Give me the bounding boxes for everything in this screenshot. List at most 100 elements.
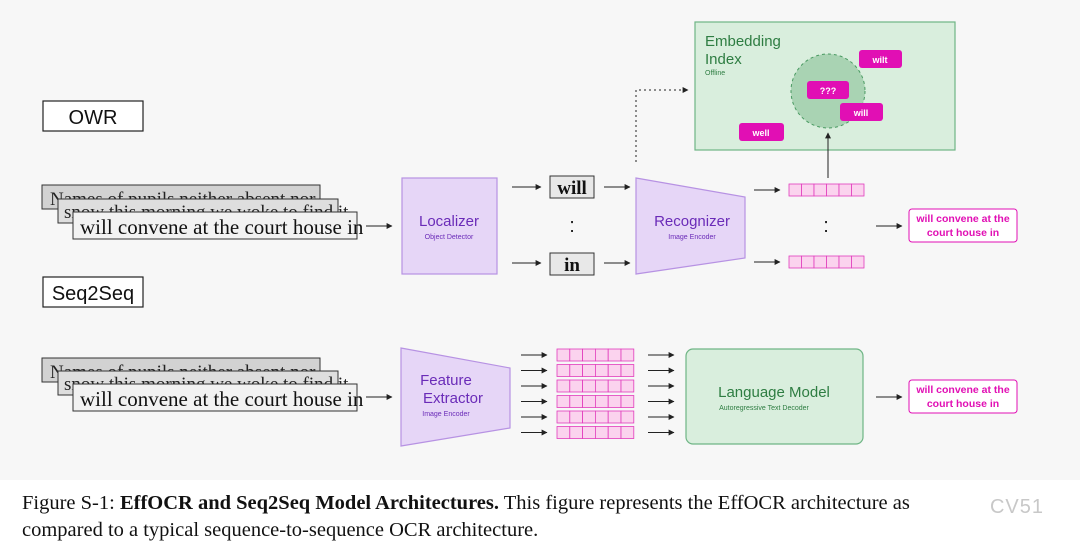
feature-extractor-box: Feature Extractor Image Encoder	[400, 347, 511, 447]
crop-last: in	[549, 252, 595, 276]
recognizer-title: Recognizer	[654, 213, 730, 230]
vector-cell	[569, 348, 583, 362]
localizer-subtitle: Object Detector	[425, 234, 474, 241]
feature-row	[556, 426, 635, 439]
crop-first-text: will	[557, 178, 587, 199]
vector-cell	[569, 364, 583, 377]
vector-cell	[556, 379, 571, 393]
will-tag-text: will	[853, 108, 869, 118]
seq2seq-label: Seq2Seq	[42, 276, 144, 308]
vector-cell	[582, 410, 596, 424]
vector-cell	[607, 348, 622, 362]
vector-cell	[569, 410, 583, 424]
vector-cell	[620, 395, 635, 408]
owr-label-text: OWR	[69, 107, 118, 129]
vector-cell	[620, 410, 635, 424]
owr-label: OWR	[42, 100, 144, 132]
vector-cell	[582, 426, 596, 439]
vector-cell	[582, 379, 596, 393]
vector-cell	[556, 410, 571, 424]
vector-cell	[607, 410, 622, 424]
caption-bold: EffOCR and Seq2Seq Model Architectures.	[119, 492, 500, 514]
vector-cell	[569, 395, 583, 408]
vector-cell	[620, 426, 635, 439]
caption-text: This figure represents the EffOCR archit…	[499, 492, 910, 514]
recognizer-box: Recognizer Image Encoder	[635, 177, 746, 275]
vector-cell	[838, 183, 852, 197]
caption-line-2: compared to a typical sequence-to-sequen…	[22, 519, 539, 541]
embedding-index-subtitle: Offline	[705, 70, 725, 77]
feature-row	[556, 348, 635, 362]
owr-output-line-1: will convene at the	[915, 213, 1010, 225]
seq-output-line-1: will convene at the	[915, 384, 1010, 396]
language-model-title: Language Model	[718, 384, 830, 401]
query-tag-text: ???	[820, 86, 837, 96]
vector-cell	[582, 395, 596, 408]
feature-row	[556, 395, 635, 408]
feature-extractor-subtitle: Image Encoder	[422, 411, 470, 418]
owr-embedding-vectors	[788, 183, 865, 269]
vector-cell	[595, 395, 609, 408]
vector-cell	[595, 426, 609, 439]
vector-cell	[826, 183, 840, 197]
feature-extractor-title-1: Feature	[420, 372, 472, 389]
will-tag	[840, 103, 883, 121]
well-tag-text: well	[751, 128, 769, 138]
dotted-arrow-to-index	[635, 87, 689, 162]
feature-extractor-title-2: Extractor	[423, 390, 483, 407]
vector-cell	[582, 348, 596, 362]
vector-cell	[620, 348, 635, 362]
query-tag	[807, 81, 849, 99]
vector-cell	[569, 426, 583, 439]
vector-cell	[595, 379, 609, 393]
vector-cell	[556, 395, 571, 408]
vector-cell	[607, 364, 622, 377]
seq-input-image: Names of pupils neither absent nor snow …	[41, 357, 364, 412]
localizer-title: Localizer	[419, 213, 479, 230]
seq-output-box: will convene at the court house in	[908, 379, 1018, 414]
vector-cell	[620, 364, 635, 377]
vector-cell	[826, 255, 840, 269]
vector-ellipsis: :	[823, 215, 829, 237]
seq-input-line-3: will convene at the court house in	[80, 387, 364, 411]
owr-output-box: will convene at the court house in	[908, 208, 1018, 243]
vector-cell	[595, 348, 609, 362]
vector-cell	[620, 379, 635, 393]
vector-cell	[813, 255, 827, 269]
seq-feature-grid	[521, 348, 675, 439]
vector-cell	[813, 183, 827, 197]
localizer-box: Localizer Object Detector	[401, 177, 498, 275]
owr-output-line-2: court house in	[927, 227, 999, 239]
embedding-vector-last	[788, 255, 865, 269]
vector-cell	[801, 255, 815, 269]
seq-output-line-2: court house in	[927, 398, 999, 410]
wilt-tag-text: wilt	[872, 55, 888, 65]
architecture-diagram: OWR Seq2Seq Names of pupils neither abse…	[41, 21, 1018, 447]
watermark: CV51	[989, 496, 1044, 518]
owr-input-line-3: will convene at the court house in	[80, 215, 364, 239]
embedding-index-title-1: Embedding	[705, 33, 781, 50]
feature-row	[556, 364, 635, 377]
seq2seq-label-text: Seq2Seq	[52, 283, 134, 305]
crop-first: will	[549, 175, 595, 199]
vector-cell	[851, 183, 865, 197]
embedding-vector-first	[788, 183, 865, 197]
vector-cell	[582, 364, 596, 377]
vector-cell	[607, 395, 622, 408]
vector-cell	[595, 364, 609, 377]
vector-cell	[556, 426, 571, 439]
recognizer-subtitle: Image Encoder	[668, 234, 716, 241]
vector-cell	[788, 255, 802, 269]
vector-cell	[607, 379, 622, 393]
crop-ellipsis: :	[569, 215, 575, 237]
vector-cell	[838, 255, 852, 269]
vector-cell	[607, 426, 622, 439]
language-model-box: Language Model Autoregressive Text Decod…	[685, 348, 864, 445]
embedding-index-title-2: Index	[705, 51, 742, 68]
owr-input-image: Names of pupils neither absent nor snow …	[41, 184, 364, 240]
language-model-subtitle: Autoregressive Text Decoder	[719, 405, 809, 412]
wilt-tag	[859, 50, 902, 68]
crop-last-text: in	[564, 255, 580, 276]
vector-cell	[788, 183, 802, 197]
feature-row	[556, 379, 635, 393]
